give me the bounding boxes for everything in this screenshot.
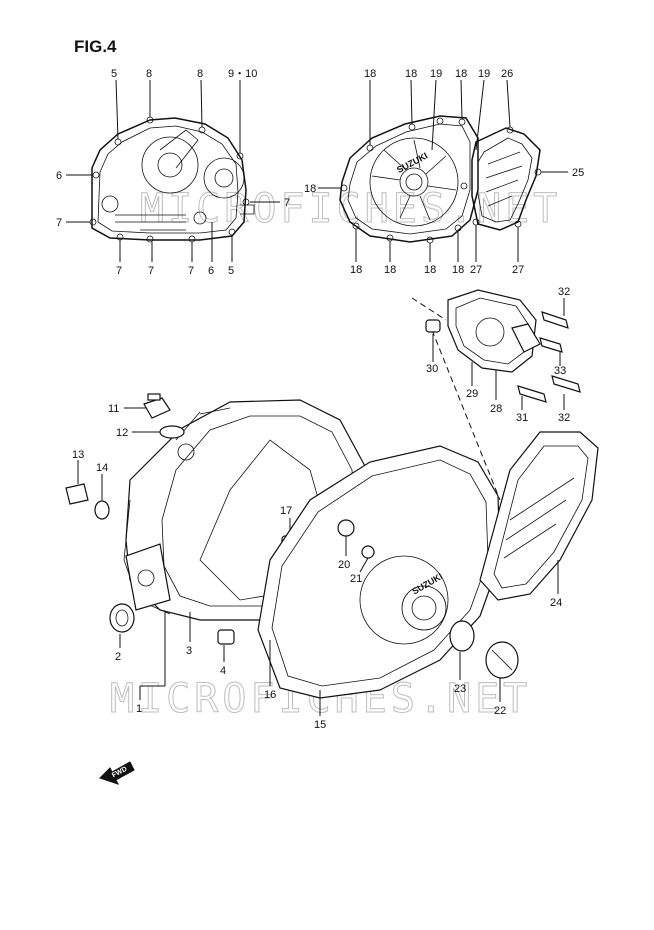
callout-18-left: 18 bbox=[304, 183, 316, 195]
callout-9-10: 9・10 bbox=[228, 68, 257, 80]
callout-6-left: 6 bbox=[56, 170, 62, 182]
callout-7-bottom-1: 7 bbox=[116, 265, 122, 277]
callout-18-bottom-1: 18 bbox=[350, 264, 362, 276]
callout-33: 33 bbox=[554, 365, 566, 377]
callout-27-left: 27 bbox=[470, 264, 482, 276]
callout-27-right: 27 bbox=[512, 264, 524, 276]
callout-7-bottom-3: 7 bbox=[188, 265, 194, 277]
callout-31: 31 bbox=[516, 412, 528, 424]
callout-5-top: 5 bbox=[111, 68, 117, 80]
callout-18-bottom-3: 18 bbox=[424, 264, 436, 276]
callout-18-top-3: 18 bbox=[455, 68, 467, 80]
left-leaders bbox=[77, 407, 291, 700]
callout-18-bottom-4: 18 bbox=[452, 264, 464, 276]
callout-20: 20 bbox=[338, 559, 350, 571]
callout-18-bottom-2: 18 bbox=[384, 264, 396, 276]
callout-21: 21 bbox=[350, 573, 362, 585]
callout-19-top-2: 19 bbox=[478, 68, 490, 80]
callout-22: 22 bbox=[494, 705, 506, 717]
callout-3: 3 bbox=[186, 645, 192, 657]
right-small-parts bbox=[449, 620, 519, 679]
callout-12: 12 bbox=[116, 427, 128, 439]
callout-26: 26 bbox=[501, 68, 513, 80]
water-pump-leaders bbox=[432, 298, 565, 410]
callout-2: 2 bbox=[115, 651, 121, 663]
callout-1: 1 bbox=[136, 703, 142, 715]
callout-15: 15 bbox=[314, 719, 326, 731]
callout-19-top-1: 19 bbox=[430, 68, 442, 80]
right-leaders bbox=[269, 536, 559, 716]
callout-18-top-1: 18 bbox=[364, 68, 376, 80]
callout-18-top-2: 18 bbox=[405, 68, 417, 80]
fwd-arrow-icon: FWD bbox=[99, 761, 135, 785]
callout-8-left: 8 bbox=[146, 68, 152, 80]
callout-29: 29 bbox=[466, 388, 478, 400]
callout-23: 23 bbox=[454, 683, 466, 695]
callout-13: 13 bbox=[72, 449, 84, 461]
callout-32-bottom: 32 bbox=[558, 412, 570, 424]
callout-17: 17 bbox=[280, 505, 292, 517]
callout-25: 25 bbox=[572, 167, 584, 179]
callout-8-right: 8 bbox=[197, 68, 203, 80]
water-pump-group bbox=[411, 289, 581, 501]
callout-28: 28 bbox=[490, 403, 502, 415]
callout-7-bottom-2: 7 bbox=[148, 265, 154, 277]
upper-right-leaders bbox=[318, 79, 568, 262]
callout-6-bottom: 6 bbox=[208, 265, 214, 277]
upper-left-leaders bbox=[66, 79, 280, 262]
callout-5-bottom: 5 bbox=[228, 265, 234, 277]
watermark-top: MICROFICHES.NET bbox=[140, 186, 561, 232]
callout-11: 11 bbox=[108, 403, 119, 415]
figure-title: FIG.4 bbox=[74, 37, 117, 56]
callout-4: 4 bbox=[220, 665, 226, 677]
callout-32-top: 32 bbox=[558, 286, 570, 298]
brand-mark-magneto-cover: SUZUKI bbox=[395, 150, 429, 175]
callout-14: 14 bbox=[96, 462, 108, 474]
sprocket-cover-lower bbox=[479, 431, 599, 601]
callout-24: 24 bbox=[550, 597, 562, 609]
callout-30: 30 bbox=[426, 363, 438, 375]
magneto-cover: SUZUKI bbox=[257, 445, 501, 699]
callout-7-right: 7 bbox=[284, 197, 290, 209]
callout-16: 16 bbox=[264, 689, 276, 701]
callout-7-left: 7 bbox=[56, 217, 62, 229]
